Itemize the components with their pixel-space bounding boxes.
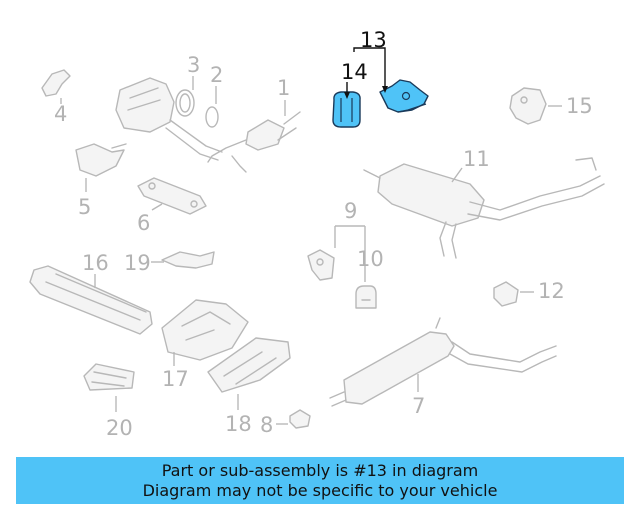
part-20-heat-shield <box>83 363 135 391</box>
callout-19: 19 <box>124 251 151 275</box>
part-4-bracket <box>41 69 71 97</box>
callout-15: 15 <box>566 94 593 118</box>
callout-13-bracket-lines <box>344 47 388 99</box>
part-11-rear-muffler <box>363 157 605 259</box>
part-6-gasket <box>137 177 207 215</box>
part-18-heat-shield <box>207 337 291 393</box>
callout-12: 12 <box>538 279 565 303</box>
callout-5: 5 <box>78 195 91 219</box>
callout-3: 3 <box>187 53 200 77</box>
part-5-bracket <box>75 143 127 177</box>
callout-13: 13 <box>360 28 387 52</box>
part-7-center-muffler <box>329 317 557 407</box>
part-14-hanger[interactable] <box>332 91 361 128</box>
catalytic-converter <box>115 77 223 161</box>
part-17-heat-shield <box>161 299 249 361</box>
callout-1: 1 <box>277 76 290 100</box>
callout-17: 17 <box>162 367 189 391</box>
callout-18: 18 <box>225 412 252 436</box>
callout-8: 8 <box>260 413 273 437</box>
callout-7: 7 <box>412 394 425 418</box>
part-8-clamp <box>289 409 311 429</box>
part-16-heat-shield <box>29 265 153 335</box>
callout-9: 9 <box>344 199 357 223</box>
exhaust-parts-diagram: 13 14 4 3 2 1 15 5 <box>29 28 605 440</box>
part-12-clamp <box>493 281 519 307</box>
callout-10: 10 <box>357 247 384 271</box>
callout-4: 4 <box>54 102 67 126</box>
callout-11: 11 <box>463 147 490 171</box>
part-3-clamp <box>175 89 195 117</box>
banner-line-2: Diagram may not be specific to your vehi… <box>142 480 498 500</box>
part-13-bracket[interactable] <box>379 79 429 113</box>
callout-14: 14 <box>341 60 368 84</box>
part-15-bracket <box>509 87 547 125</box>
part-1-pipe <box>207 111 301 173</box>
part-19-bracket <box>161 251 215 269</box>
callout-2: 2 <box>210 63 223 87</box>
callout-20: 20 <box>106 416 133 440</box>
callout-6: 6 <box>137 211 150 235</box>
part-9-bracket <box>307 249 335 281</box>
part-10-hanger <box>355 285 377 309</box>
part-2-gasket <box>205 106 219 128</box>
part-info-banner: Part or sub-assembly is #13 in diagram D… <box>16 457 624 504</box>
callout-16: 16 <box>82 251 109 275</box>
banner-line-1: Part or sub-assembly is #13 in diagram <box>161 460 479 480</box>
